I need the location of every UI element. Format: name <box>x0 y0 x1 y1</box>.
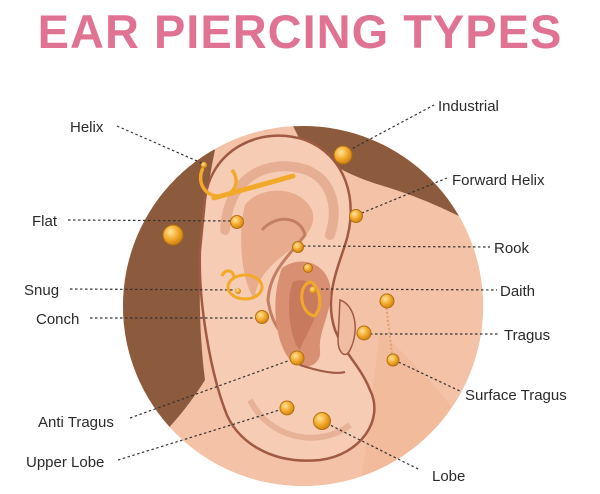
daith-hoop <box>300 280 322 318</box>
anti-tragus-stud <box>289 350 305 366</box>
label-conch: Conch <box>36 311 79 328</box>
flat-stud <box>230 215 244 229</box>
forward-helix-stud <box>349 209 363 223</box>
ear-helix-rim <box>220 161 339 240</box>
label-flat: Flat <box>32 213 58 230</box>
label-surface-tragus: Surface Tragus <box>465 387 567 404</box>
rook-stud-2 <box>303 263 313 273</box>
snug-hoop-top <box>220 269 236 279</box>
ear-antitragus <box>299 364 346 374</box>
ear-lobe-shade <box>247 398 352 441</box>
surface-tragus-bar <box>385 303 393 355</box>
label-daith: Daith <box>500 283 535 300</box>
upper-lobe-stud <box>279 400 295 416</box>
label-tragus: Tragus <box>504 327 550 344</box>
ear-tragus <box>337 298 356 356</box>
snug-hoop <box>226 273 264 301</box>
helix-bead <box>201 162 207 168</box>
surface-tragus-bottom <box>386 353 400 367</box>
surface-tragus-top <box>379 293 395 309</box>
ear-concha-deep <box>289 280 318 350</box>
label-anti-tragus: Anti Tragus <box>38 414 114 431</box>
page-title: EAR PIERCING TYPES <box>37 5 563 58</box>
daith-bead <box>309 286 317 294</box>
label-forward-helix: Forward Helix <box>452 172 545 189</box>
label-snug: Snug <box>24 282 59 299</box>
conch-stud <box>255 310 269 324</box>
label-rook: Rook <box>494 240 530 257</box>
label-lobe: Lobe <box>432 468 465 485</box>
label-helix: Helix <box>70 119 104 136</box>
snug-bead <box>235 288 241 294</box>
jewelry <box>162 145 400 430</box>
flat-stud-left <box>162 224 184 246</box>
label-industrial: Industrial <box>438 98 499 115</box>
industrial-stud <box>333 145 353 165</box>
tragus-stud <box>356 325 372 341</box>
industrial-bar <box>211 173 296 201</box>
rook-stud <box>292 241 304 253</box>
ear-scapha <box>241 190 314 300</box>
leader-lines <box>67 104 500 471</box>
lobe-stud <box>313 412 331 430</box>
label-upper-lobe: Upper Lobe <box>26 454 104 471</box>
